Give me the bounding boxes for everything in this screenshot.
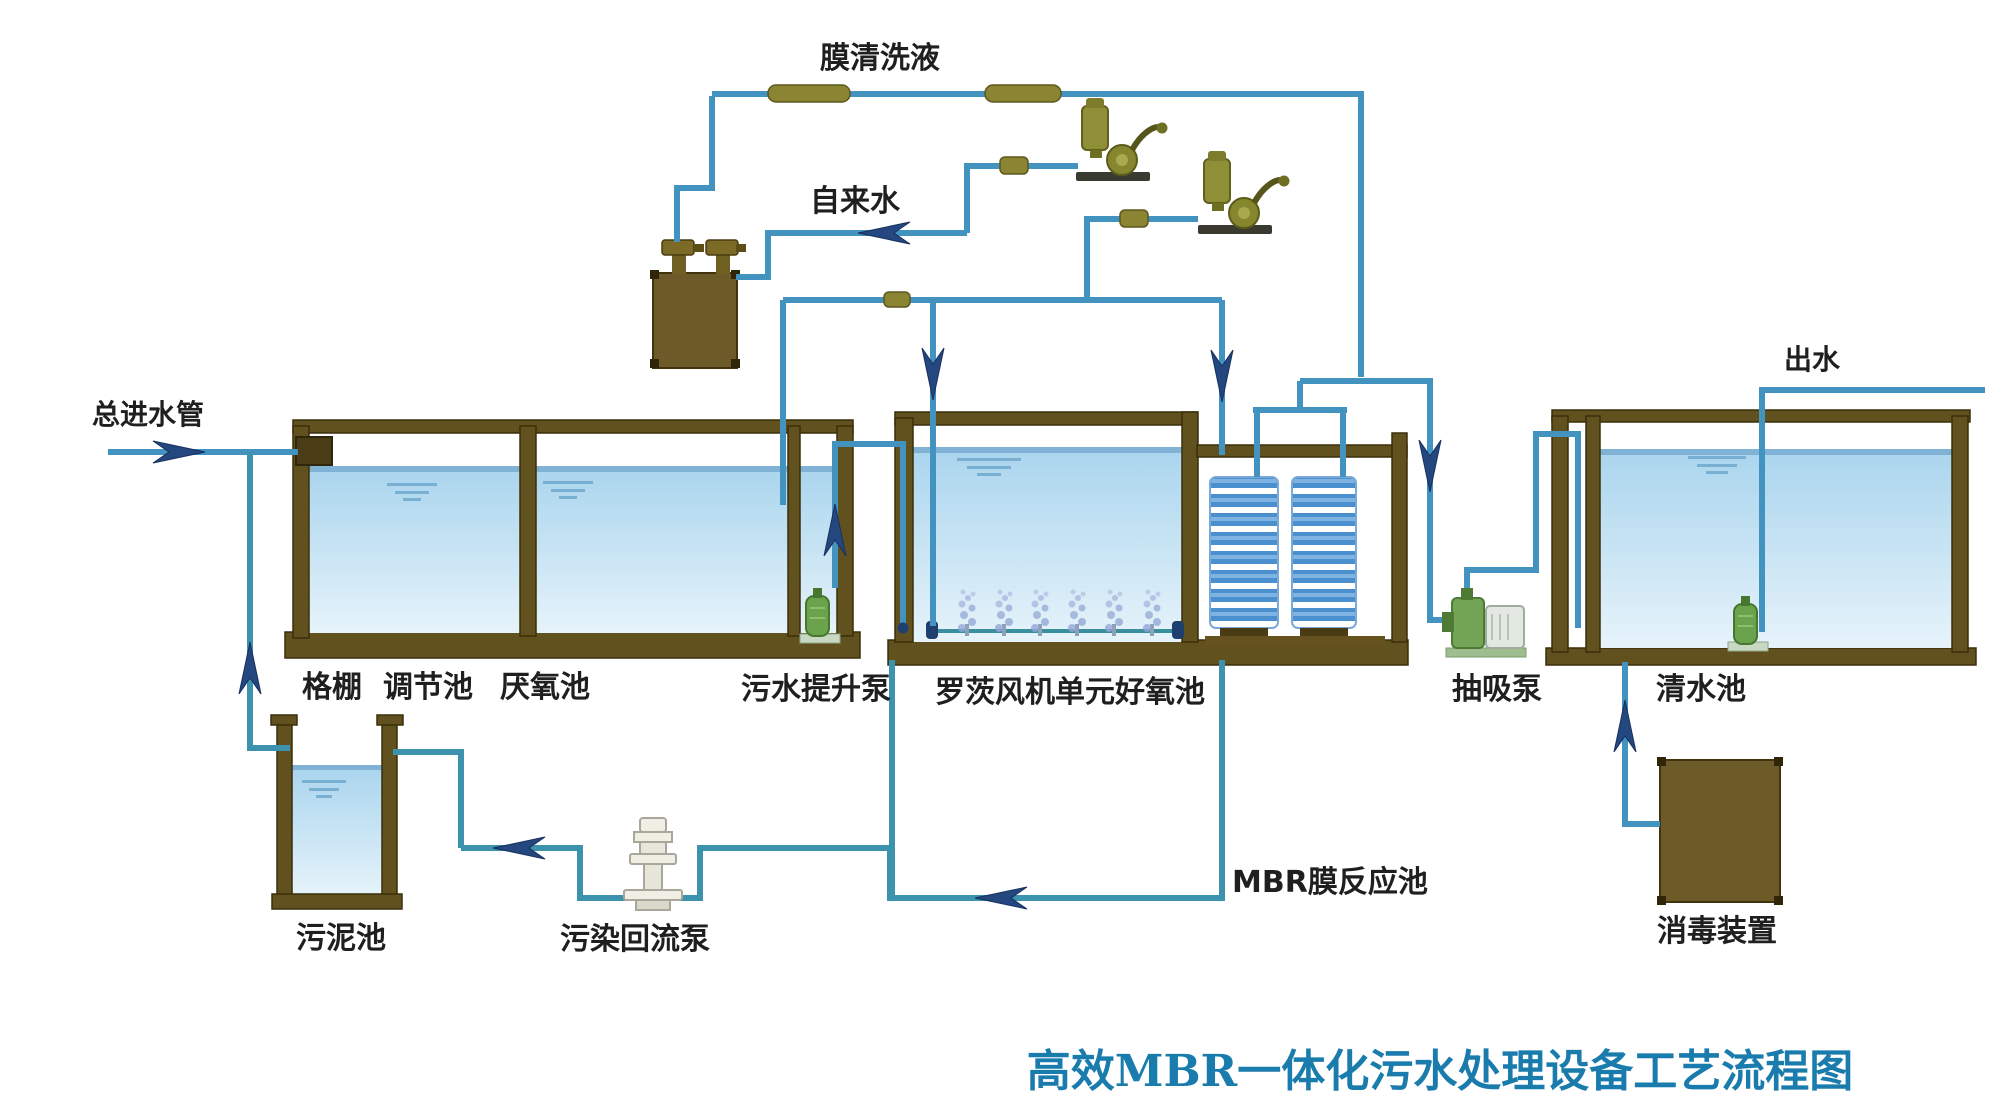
label-sludge-tank: 污泥池 [296,921,386,956]
membrane-support [1300,628,1348,638]
water-ripples [302,780,346,798]
sludge-return-pump-unit [623,817,683,911]
header-cap [1172,621,1184,639]
label-regulating-tank: 调节池 [383,670,473,705]
membrane-manifold [1205,636,1385,646]
chemical-tank [650,239,746,369]
tank-inner-wall [1585,415,1601,653]
dosing-pump-1 [1076,98,1168,181]
regulating-tank-water [309,470,522,633]
clean-water [1600,452,1952,648]
pipe-sludge-return-main [461,660,1225,901]
tank-wall [292,425,310,639]
pipe-sludge-tank-inlet [393,749,464,848]
pipe-outlet [1759,387,1985,632]
grid-screen-block [295,436,333,466]
water-ripples [1688,456,1746,474]
label-disinfection: 消毒装置 [1657,914,1777,949]
pipe-cleaning-to-chemical-tank [674,96,715,242]
pipe-suction-discharge [1464,431,1581,628]
pipe-dosing-pump2-feed [1084,216,1198,300]
label-anaerobic-tank: 厌氧池 [500,670,590,705]
tank-valve [661,239,704,274]
mbr-membrane-modules [1205,476,1385,646]
pipe-permeate-header [1300,378,1452,623]
inline-fitting [1119,209,1149,228]
water-surface [1600,449,1952,455]
chemical-tank-body [652,272,738,369]
label-grid: 格棚 [302,670,362,705]
label-clean-water-tank: 清水池 [1656,672,1746,707]
water-surface [309,466,837,472]
tank-base [284,631,861,659]
water-ripples [387,481,593,501]
aerobic-mbr-tank [887,411,1409,666]
sludge-tank [270,714,404,910]
disinfection-device [1657,757,1783,905]
label-main-inlet: 总进水管 [92,398,204,431]
pipe-end-cap [897,622,909,634]
label-mbr-tank: MBR膜反应池 [1232,865,1428,900]
aerobic-mbr-divider [1181,411,1199,643]
pipe-fittings [767,84,1149,308]
sludge-water [292,768,382,896]
mbr-rim [1196,444,1408,458]
aerobic-rim [894,411,1198,426]
label-membrane-cleaning: 膜清洗液 [820,41,940,76]
label-outlet: 出水 [1784,343,1841,376]
aerobic-water [913,450,1182,642]
pipe-membrane-header [1253,407,1347,477]
label-suction-pump: 抽吸泵 [1452,672,1542,707]
diagram-title: 高效MBR一体化污水处理设备工艺流程图 [1027,1046,1853,1097]
dosing-pump-2 [1198,151,1290,234]
anaerobic-tank-water [536,470,788,633]
mbr-wall [1391,432,1408,643]
pipe-sludge-supernatant-riser [247,452,290,751]
membrane-support [1220,628,1268,638]
tank-base [271,893,403,910]
membrane-module [1291,476,1357,629]
inline-fitting [984,84,1062,103]
tank-rim [292,419,854,434]
wall-cap [270,714,298,726]
inline-fitting [767,84,851,103]
tank-wall [1951,415,1969,653]
pipe-dosing-pump1-feed [964,163,1078,233]
suction-pump-unit [1442,588,1527,658]
tank-wall [1551,415,1569,653]
membrane-module [1209,476,1279,629]
clean-water-tank [1545,409,1977,666]
pipe-tap-water [736,230,967,280]
tank-divider [519,425,537,637]
pretreatment-tank [284,419,861,659]
inline-fitting [999,156,1029,175]
pipe-membrane-cleaning-main [712,91,1364,377]
water-surface [292,765,382,770]
wall-cap [376,714,404,726]
water-surface [913,447,1182,453]
inline-fitting [883,291,911,308]
disinfection-box [1659,759,1781,903]
label-sewage-lift-pump: 污水提升泵 [741,672,891,707]
label-sludge-return-pump: 污染回流泵 [560,922,710,957]
sump-divider [787,425,801,637]
label-tap-water: 自来水 [810,184,901,219]
label-roots-blower-aerobic: 罗茨风机单元好氧池 [935,675,1205,710]
water-ripples [957,458,1021,476]
tank-valve [705,239,746,274]
